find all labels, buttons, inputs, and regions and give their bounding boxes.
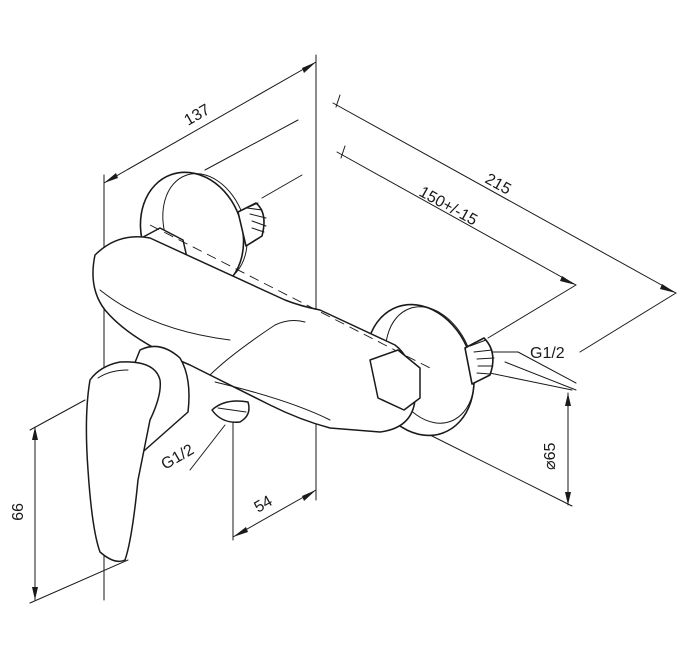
arrow-137-left [104, 173, 118, 183]
ext-line-top-2 [261, 174, 303, 199]
label-g12-right: G1/2 [530, 345, 565, 362]
label-150: 150+/-15 [416, 184, 480, 230]
arrow-137-right [302, 62, 316, 73]
leader-g12-right-3 [504, 361, 577, 391]
dim-line-150 [336, 151, 577, 286]
arrow-150-right [560, 276, 576, 285]
label-99: 99 [8, 503, 25, 521]
leader-g12-right-2 [517, 351, 577, 384]
center-axis [149, 224, 431, 369]
arrow-54-right [302, 490, 316, 501]
arrow-65-bottom [565, 492, 571, 505]
ext-line-top-1 [204, 119, 299, 171]
arrow-65-top [565, 393, 571, 406]
ext-line-150-right [487, 284, 577, 339]
arrow-99-bottom [32, 587, 38, 600]
ext-line-99-bottom [29, 559, 129, 604]
dim-line-137 [103, 61, 317, 184]
tick-150-left [340, 145, 346, 159]
mixer-body [92, 224, 431, 433]
arrow-215-right [660, 284, 676, 293]
dimension-lines [29, 54, 677, 604]
tick-215-left [335, 94, 341, 108]
ext-line-215-right [579, 292, 677, 353]
label-54: 54 [252, 493, 276, 517]
lever-handle [85, 345, 190, 563]
ext-line-99-top [29, 399, 86, 431]
ext-line-65-bottom [429, 434, 573, 507]
label-137: 137 [182, 101, 214, 129]
arrow-54-left [233, 527, 248, 537]
leader-g12-bottom [189, 424, 226, 471]
dim-line-215 [332, 102, 677, 294]
label-65: ⌀65 [542, 442, 559, 470]
arrow-99-top [32, 427, 38, 440]
